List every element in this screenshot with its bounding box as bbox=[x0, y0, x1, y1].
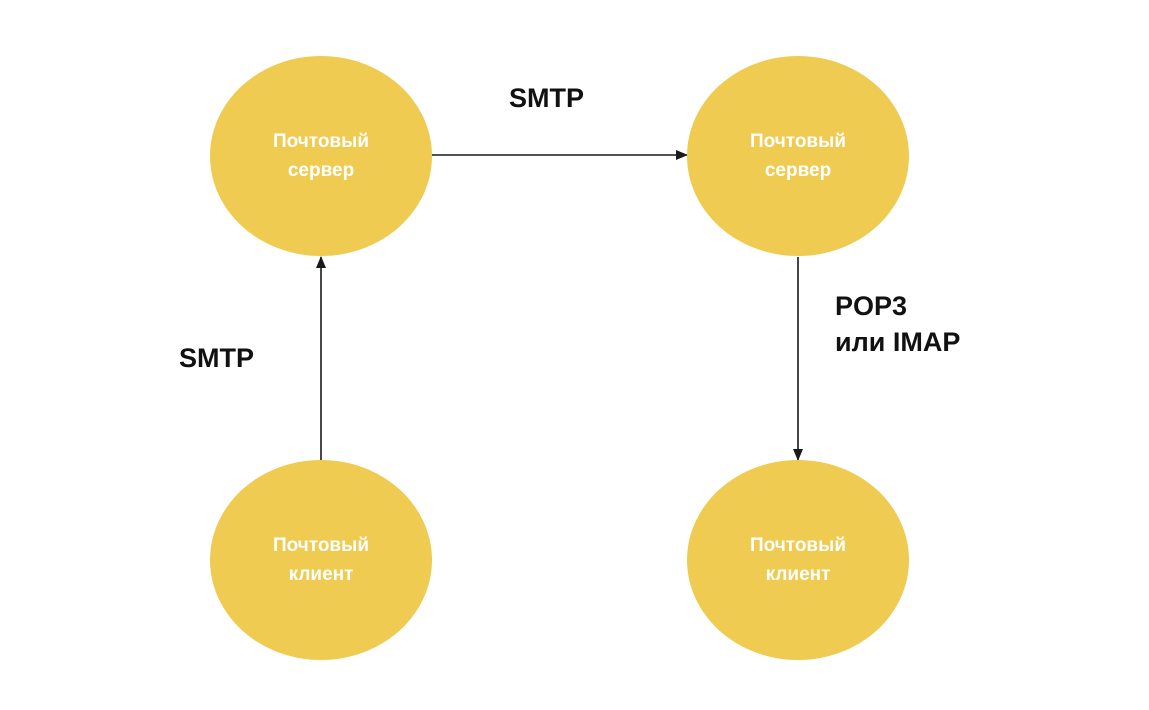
node-label: Почтовый клиент bbox=[708, 531, 888, 589]
node-label-line2: клиент bbox=[288, 564, 354, 585]
edge-label-smtp-left: SMTP bbox=[179, 343, 255, 373]
mail-server-node-right: Почтовый сервер bbox=[687, 56, 909, 256]
node-label-line2: сервер bbox=[764, 160, 832, 181]
mail-client-node-left: Почтовый клиент bbox=[210, 460, 432, 660]
mail-client-node-right: Почтовый клиент bbox=[687, 460, 909, 660]
edge-label-pop3-imap: POP3 или IMAP bbox=[835, 288, 960, 360]
node-label-line1: Почтовый bbox=[749, 535, 847, 556]
node-label-line2: клиент bbox=[765, 564, 831, 585]
node-label-line1: Почтовый bbox=[272, 535, 370, 556]
node-label-line1: Почтовый bbox=[749, 131, 847, 152]
edge-label-line1: POP3 bbox=[835, 291, 908, 321]
node-label-line2: сервер bbox=[287, 160, 355, 181]
node-label: Почтовый сервер bbox=[708, 127, 888, 185]
edge-label-line2: или IMAP bbox=[835, 327, 961, 357]
node-label-line1: Почтовый bbox=[272, 131, 370, 152]
mail-server-node-left: Почтовый сервер bbox=[210, 56, 432, 256]
edge-label-smtp-top: SMTP bbox=[509, 83, 585, 113]
node-label: Почтовый клиент bbox=[231, 531, 411, 589]
node-label: Почтовый сервер bbox=[231, 127, 411, 185]
